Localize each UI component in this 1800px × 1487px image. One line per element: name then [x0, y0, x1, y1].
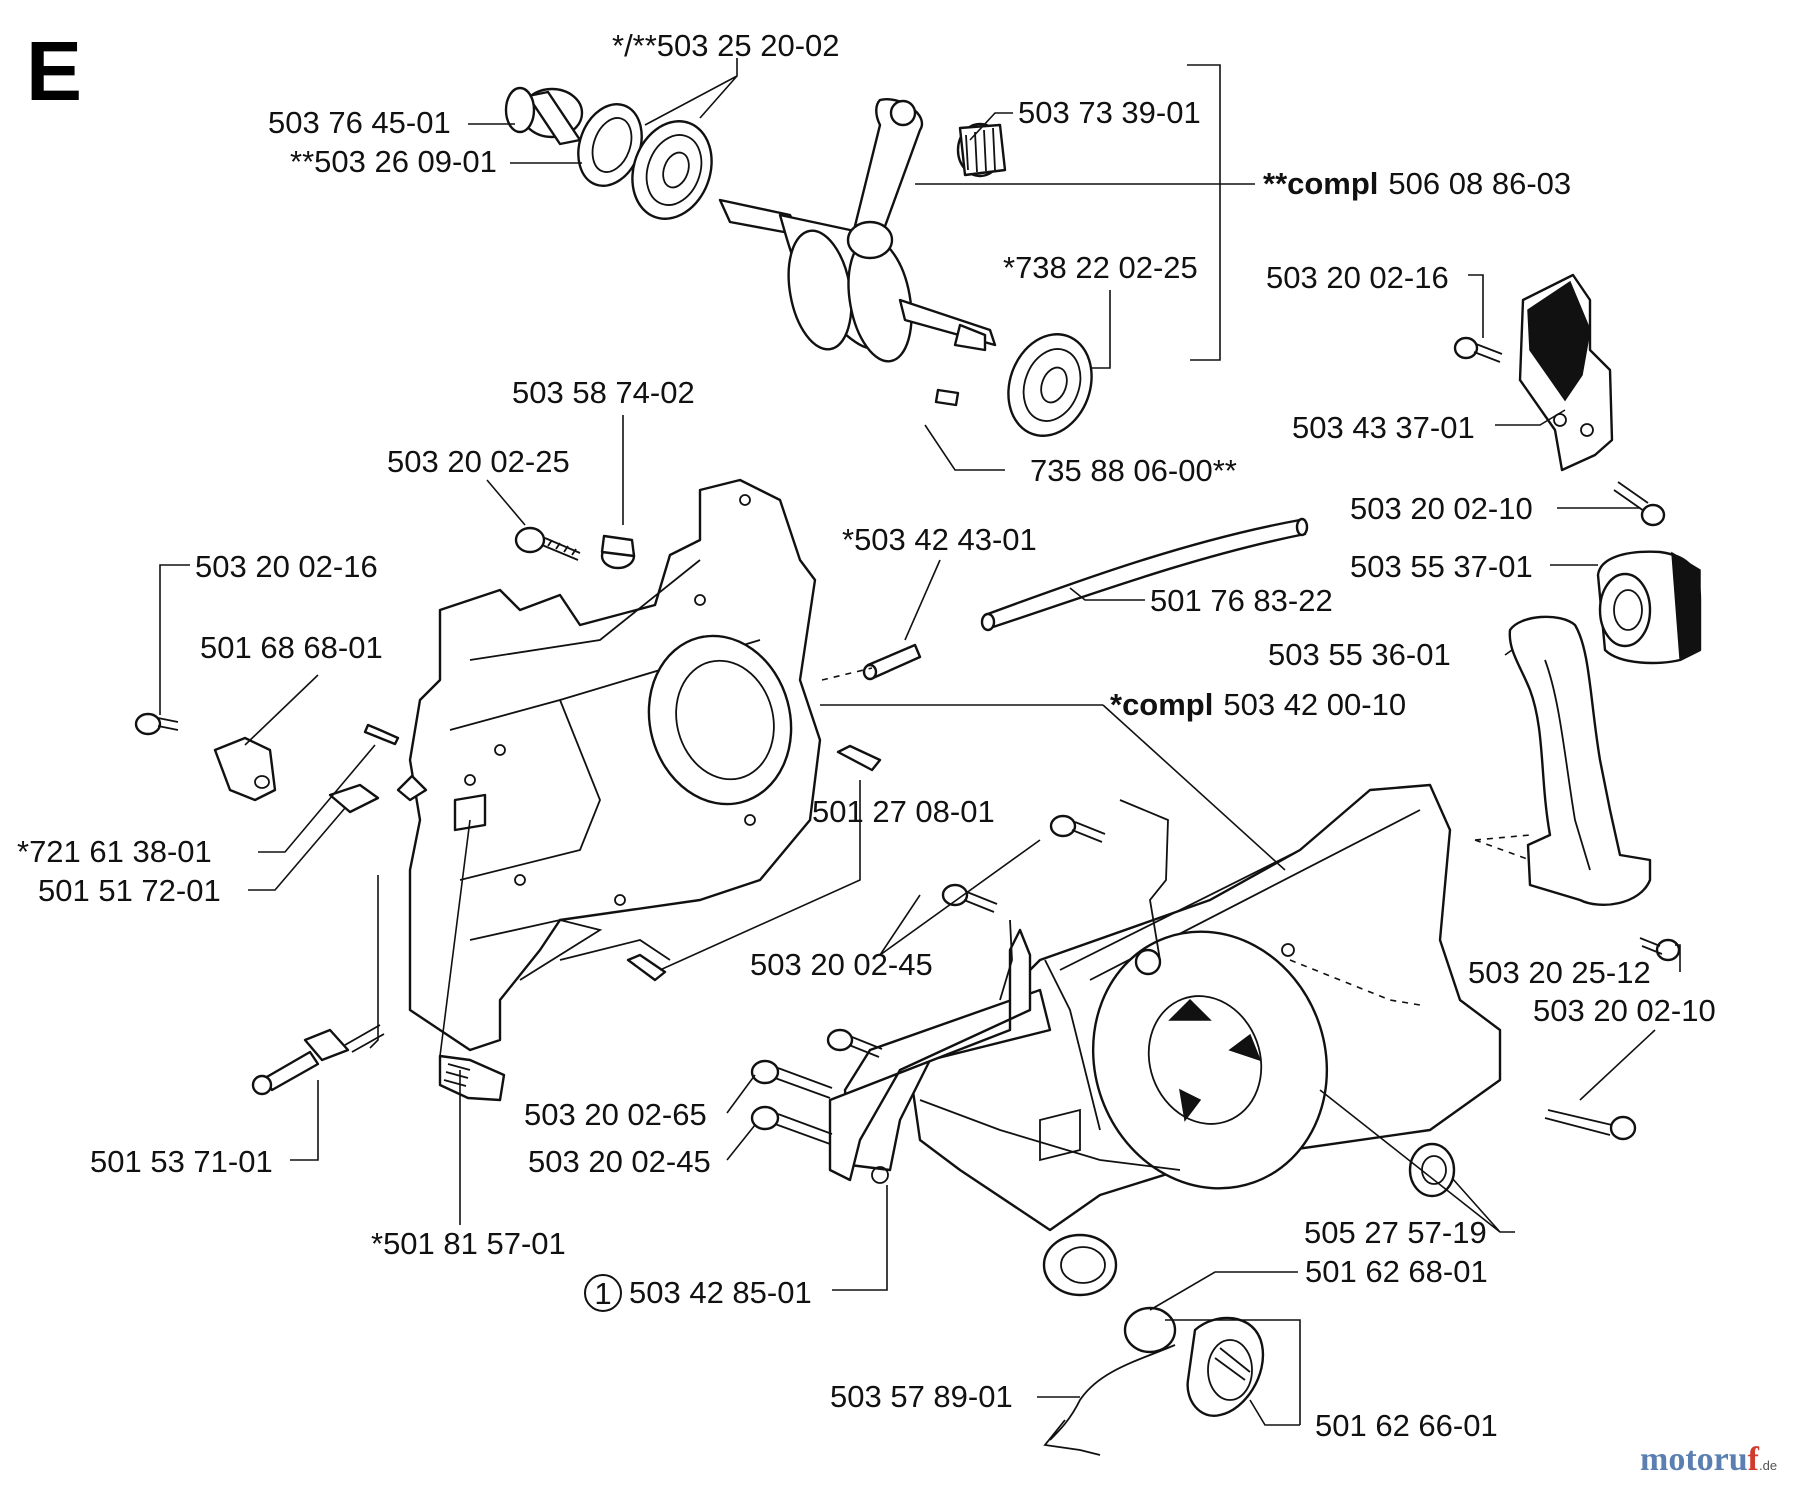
label-505-27-57-19: 505 27 57-19: [1304, 1215, 1487, 1250]
watermark-logo: motoruf.de: [1640, 1441, 1777, 1478]
retainer-strap-part: [1043, 1344, 1176, 1456]
label-501-76-83-22: 501 76 83-22: [1150, 583, 1333, 618]
sleeve-part: [600, 534, 636, 570]
bracket-part: [1518, 273, 1614, 472]
bracket-screw-bottom-part: [1613, 481, 1666, 527]
label-501-51-72-01: 501 51 72-01: [38, 873, 221, 908]
buffer-part: [1596, 550, 1702, 665]
right-case-screws: [750, 814, 1637, 1145]
needle-bearing-part: [504, 86, 584, 146]
ball-bearing-left-part: [631, 120, 713, 220]
label-503-26-09-01: **503 26 09-01: [290, 144, 497, 179]
label-735-88-06-00: 735 88 06-00**: [1030, 453, 1237, 488]
stud-part: [836, 744, 882, 772]
label-503-20-02-10-right: 503 20 02-10: [1533, 993, 1716, 1028]
section-letter: E: [26, 24, 82, 118]
screw-left-part: [134, 712, 179, 736]
crankshaft-assembly: [504, 86, 1093, 437]
small-pin-part: [626, 953, 667, 982]
bushing-part: [438, 1054, 506, 1102]
label-503-25-20-02: */**503 25 20-02: [612, 28, 840, 63]
bracket-screw-top-part: [1453, 336, 1503, 363]
label-503-43-37-01: 503 43 37-01: [1292, 410, 1475, 445]
label-503-20-02-45-upper: 503 20 02-45: [750, 947, 933, 982]
label-503-55-36-01: 503 55 36-01: [1268, 637, 1451, 672]
label-503-42-43-01: *503 42 43-01: [842, 522, 1037, 557]
rod-needle-bearing-part: [956, 122, 1007, 178]
connecting-rod-part: [846, 98, 924, 260]
ball-bearing-right-part: [1007, 333, 1093, 437]
label-503-20-02-45-lower: 503 20 02-45: [528, 1144, 711, 1179]
spring-wire-2-part: [999, 919, 1013, 1001]
watermark-text: motoruf.de: [1640, 1441, 1777, 1478]
label-503-20-02-65: 503 20 02-65: [524, 1097, 707, 1132]
adjuster-screw-part: [251, 1024, 385, 1096]
label-503-20-25-12: 503 20 25-12: [1468, 955, 1651, 990]
circled-reference-number: 1: [594, 1276, 611, 1311]
left-crankcase-part: [408, 478, 822, 1052]
label-503-55-37-01: 503 55 37-01: [1350, 549, 1533, 584]
part-labels: */**503 25 20-02 503 76 45-01 **503 26 0…: [17, 28, 1716, 1443]
label-503-20-02-10-top: 503 20 02-10: [1350, 491, 1533, 526]
label-501-81-57-01: *501 81 57-01: [371, 1226, 566, 1261]
label-503-73-39-01: 503 73 39-01: [1018, 95, 1201, 130]
handle-screw-part: [1639, 937, 1681, 962]
label-503-20-02-16-left: 503 20 02-16: [195, 549, 378, 584]
crank-seal-part: [1408, 1142, 1456, 1198]
left-small-parts: [134, 526, 882, 1102]
label-738-22-02-25: *738 22 02-25: [1003, 250, 1198, 285]
label-501-62-68-01: 501 62 68-01: [1305, 1254, 1488, 1289]
label-503-57-89-01: 503 57 89-01: [830, 1379, 1013, 1414]
fuel-cap-part: [1123, 1306, 1265, 1417]
label-503-58-74-02: 503 58 74-02: [512, 375, 695, 410]
label-721-61-38-01: *721 61 38-01: [17, 834, 212, 869]
label-503-20-02-16-top: 503 20 02-16: [1266, 260, 1449, 295]
clip-part: [213, 736, 277, 802]
circled-reference-1: 1: [584, 1274, 622, 1312]
label-501-62-66-01: 501 62 66-01: [1315, 1408, 1498, 1443]
label-503-42-85-01: 503 42 85-01: [629, 1275, 812, 1310]
pad-part: [328, 783, 380, 814]
pin-part: [363, 723, 400, 746]
fuel-hose-part: [980, 517, 1309, 632]
label-503-20-02-25: 503 20 02-25: [387, 444, 570, 479]
label-503-76-45-01: 503 76 45-01: [268, 105, 451, 140]
handle-bracket-part: [1508, 615, 1652, 907]
right-crankcase-part: [843, 783, 1502, 1297]
gasket-part: [828, 928, 1032, 1184]
label-501-68-68-01: 501 68 68-01: [200, 630, 383, 665]
leader-lines: [159, 58, 1681, 1426]
label-501-27-08-01: 501 27 08-01: [812, 794, 995, 829]
label-501-53-71-01: 501 53 71-01: [90, 1144, 273, 1179]
spring-wire-part: [1119, 799, 1169, 961]
woodruff-key-part: [934, 388, 960, 407]
screw-part: [514, 526, 581, 561]
